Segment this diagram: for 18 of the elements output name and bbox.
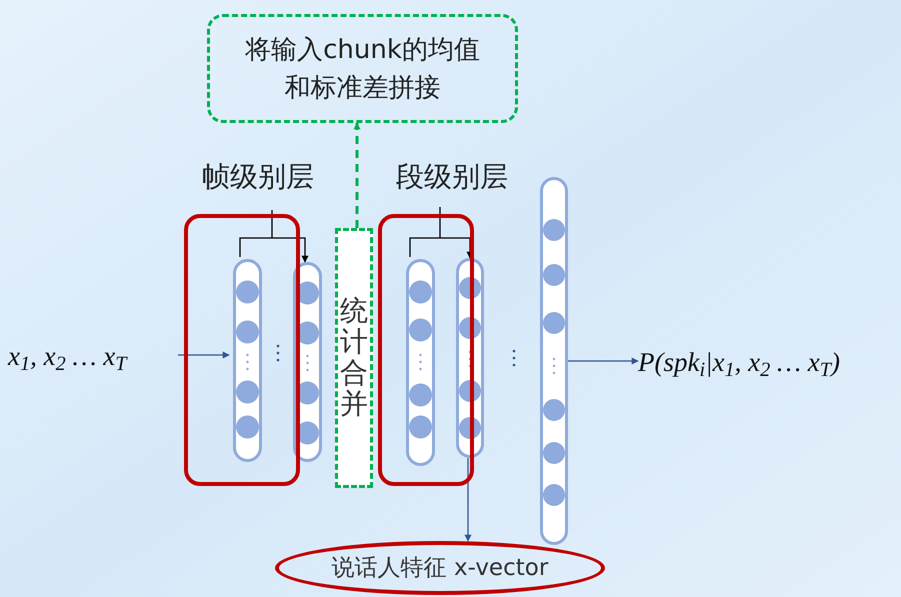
neuron-column bbox=[406, 259, 435, 466]
layer-heading: 段级别层 bbox=[396, 159, 508, 195]
bracket-arrow bbox=[239, 209, 308, 263]
note-text: 将输入chunk的均值和标准差拼接 bbox=[244, 34, 481, 104]
neuron-column bbox=[540, 177, 568, 545]
pooling-box bbox=[335, 228, 373, 488]
arrow bbox=[354, 122, 360, 228]
xvector-label: 说话人特征 x-vector bbox=[332, 554, 548, 583]
arrow bbox=[464, 458, 472, 542]
output-ellipse bbox=[275, 541, 605, 595]
arrow bbox=[178, 352, 230, 358]
pooling-text: 统计合并 bbox=[340, 296, 368, 420]
layer-heading: 帧级别层 bbox=[202, 159, 314, 195]
input-formula: x$_{1}$, x$_{2}$ … x$_{T}$ bbox=[8, 336, 178, 376]
arrow bbox=[568, 358, 639, 364]
note-box bbox=[207, 14, 518, 123]
output-formula: P(spk$_{i}$|x$_{1}$, x$_{2}$ … x$_{T}$) bbox=[638, 340, 900, 384]
neuron-column bbox=[233, 259, 262, 462]
